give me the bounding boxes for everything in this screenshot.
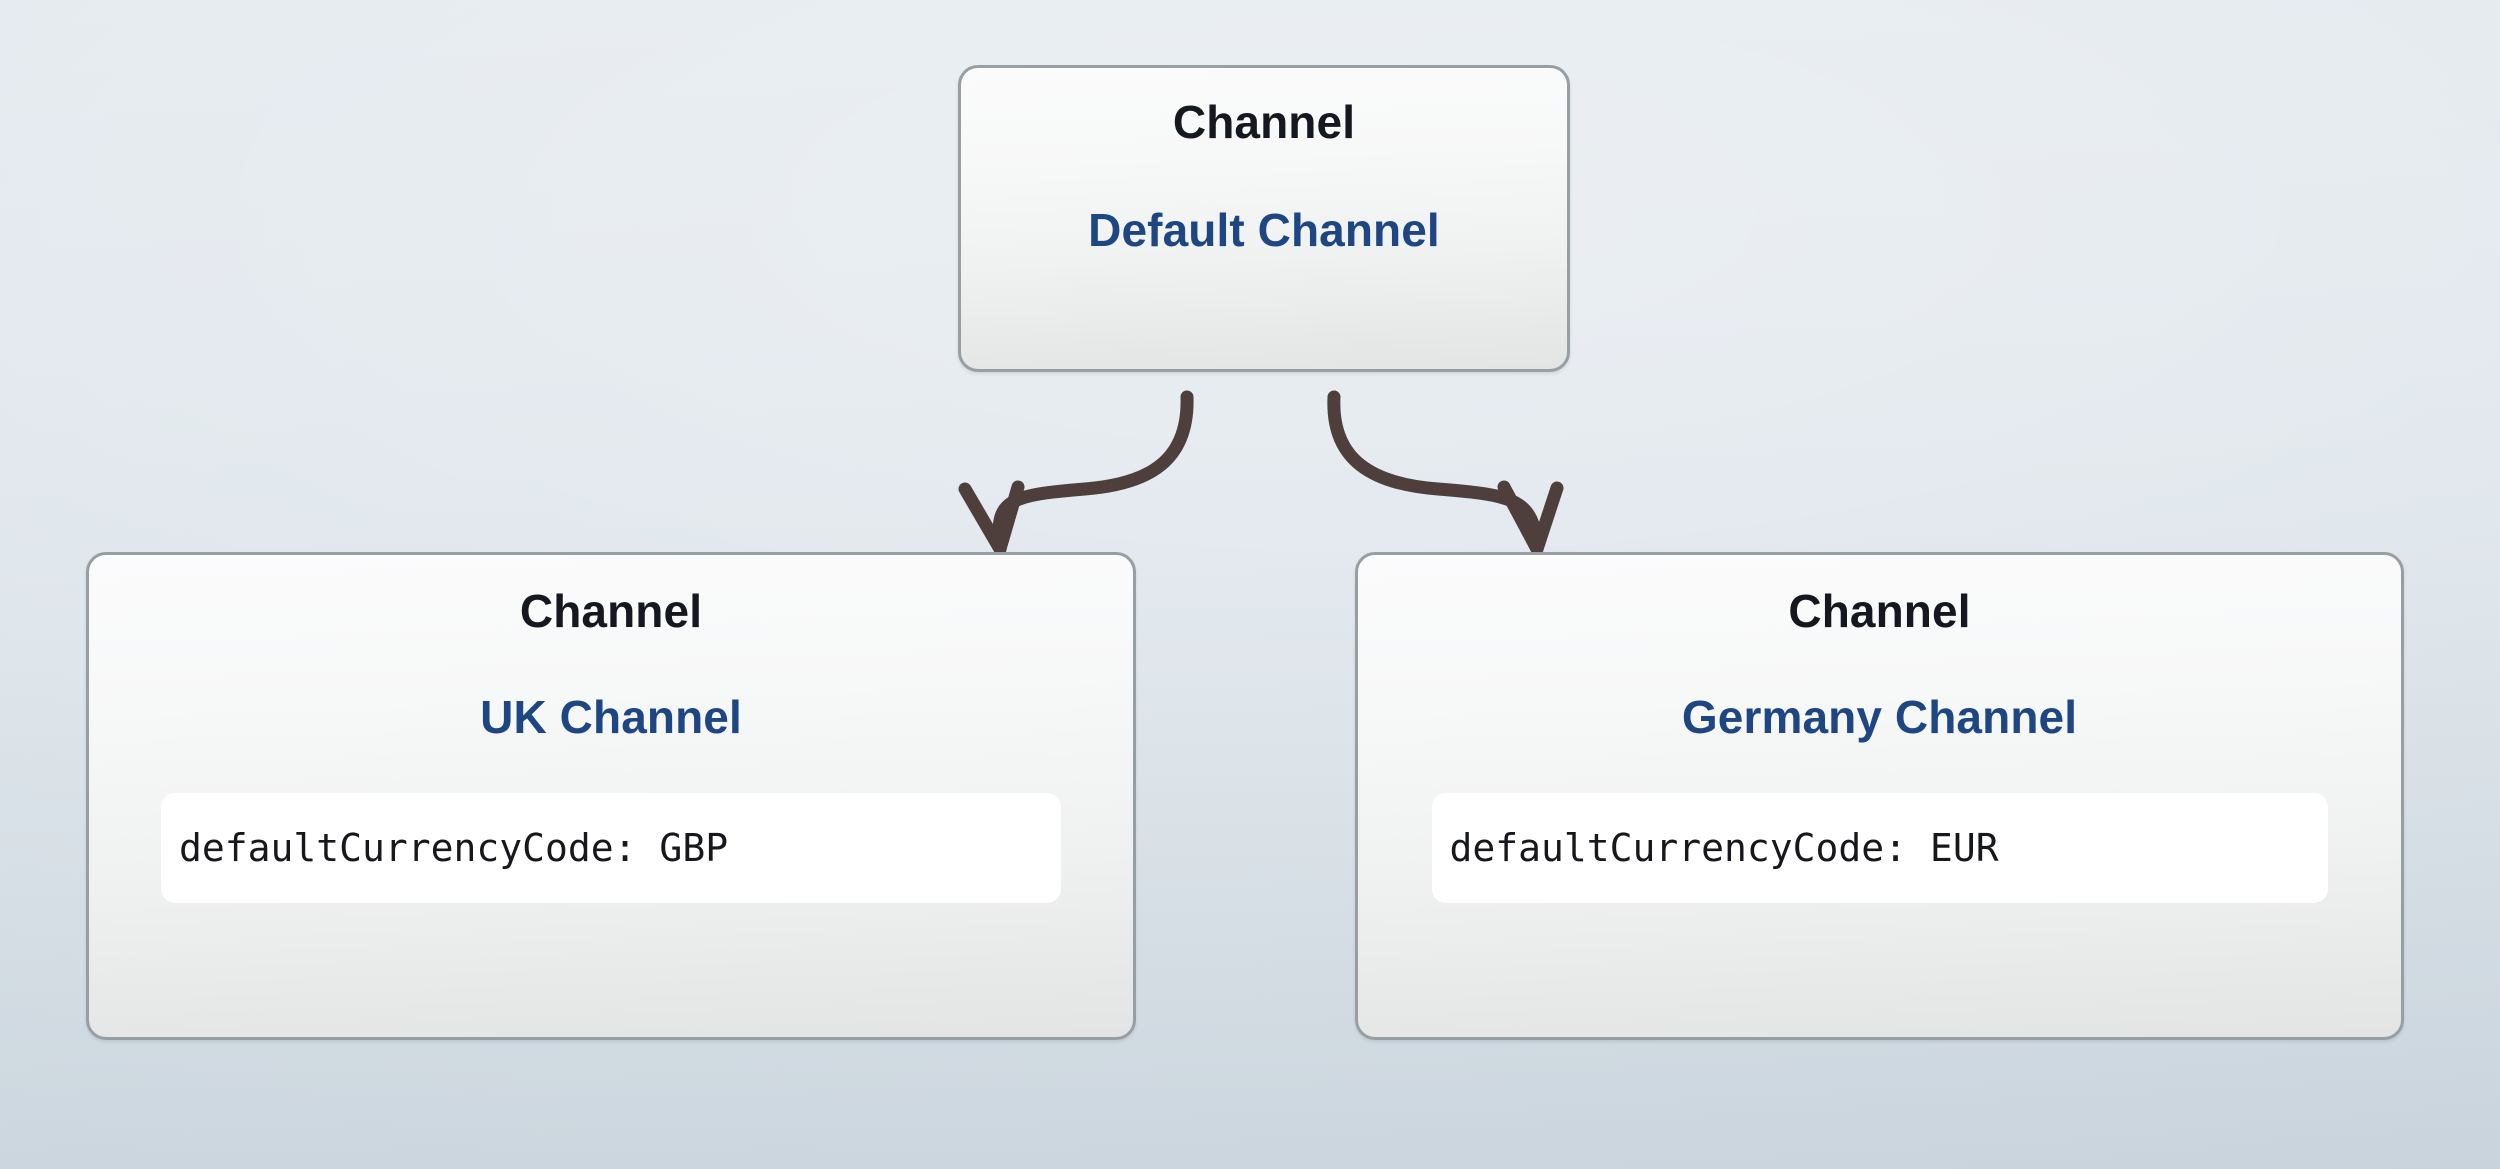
edge-root-to-uk-arrowhead-right — [993, 480, 1025, 556]
edge-root-to-uk[interactable] — [958, 390, 1194, 556]
edge-root-to-germany-path — [1327, 390, 1544, 551]
edge-root-to-germany-arrowhead-right — [1530, 481, 1564, 556]
node-type-label: Channel — [519, 585, 703, 637]
node-type-label: Channel — [1172, 96, 1356, 148]
node-property-default-currency-code: defaultCurrencyCode: EUR — [1431, 793, 2328, 903]
node-property-default-currency-code: defaultCurrencyCode: GBP — [161, 793, 1061, 903]
node-default-channel[interactable]: Channel Default Channel — [958, 65, 1570, 372]
node-name-label: Default Channel — [1088, 204, 1440, 256]
node-name-label: UK Channel — [480, 691, 742, 743]
node-name-label: Germany Channel — [1681, 691, 2078, 743]
edge-root-to-germany-arrowhead-left — [1497, 480, 1544, 556]
edge-root-to-germany[interactable] — [1327, 390, 1564, 556]
edge-root-to-uk-path — [992, 390, 1194, 551]
node-type-label: Channel — [1788, 585, 1971, 637]
node-germany-channel[interactable]: Channel Germany Channel defaultCurrencyC… — [1355, 552, 2404, 1040]
node-uk-channel[interactable]: Channel UK Channel defaultCurrencyCode: … — [86, 552, 1136, 1040]
edge-root-to-uk-arrowhead-left — [958, 482, 1007, 556]
